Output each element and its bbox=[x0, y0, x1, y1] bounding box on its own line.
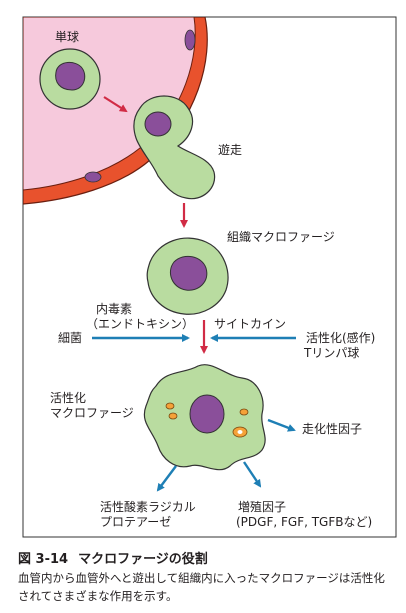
label-activated-2: マクロファージ bbox=[50, 406, 134, 420]
nucleus bbox=[144, 111, 172, 137]
label-sensitized-2: Tリンパ球 bbox=[303, 346, 359, 360]
arrow-growth bbox=[243, 461, 262, 488]
caption-heading: マクロファージの役割 bbox=[78, 552, 208, 567]
label-growth-2: (PDGF, FGF, TGFBなど) bbox=[236, 515, 372, 529]
migrating-cell bbox=[133, 95, 216, 200]
caption-number: 図 3-14 bbox=[18, 552, 69, 567]
label-sensitized-1: 活性化(感作) bbox=[306, 330, 375, 345]
label-bacteria: 細菌 bbox=[58, 331, 82, 345]
arrow-ros bbox=[156, 465, 177, 492]
label-growth-1: 増殖因子 bbox=[238, 499, 286, 514]
granule bbox=[165, 402, 175, 410]
label-endotoxin-2: （エンドトキシン） bbox=[86, 317, 194, 331]
caption-body: 血管内から血管外へと遊出して組織内に入ったマクロファージは活性化されてさまざまな… bbox=[18, 571, 385, 603]
label-chemotactic: 走化性因子 bbox=[302, 422, 362, 436]
endothelial-nucleus bbox=[84, 171, 102, 183]
nucleus bbox=[189, 394, 225, 434]
monocyte-cell bbox=[39, 48, 101, 110]
caption-title: 図 3-14 マクロファージの役割 bbox=[18, 548, 208, 567]
granule bbox=[239, 408, 249, 416]
label-migration: 遊走 bbox=[218, 142, 242, 157]
endothelial-nucleus bbox=[184, 29, 196, 51]
macrophage-diagram: 単球 遊走 組織マクロファージ 内毒素 （エンドトキシン） 細菌 サイトカイン … bbox=[22, 16, 397, 538]
tissue-macrophage-cell bbox=[146, 237, 229, 315]
granule bbox=[168, 412, 178, 420]
nucleus bbox=[170, 255, 208, 291]
label-ros-1: 活性酸素ラジカル bbox=[100, 499, 196, 514]
nucleus bbox=[55, 62, 86, 91]
granule-core bbox=[237, 430, 243, 434]
label-cytokine: サイトカイン bbox=[214, 317, 286, 331]
label-monocyte: 単球 bbox=[55, 30, 79, 44]
label-activated-1: 活性化 bbox=[50, 391, 86, 405]
label-tissue-macrophage: 組織マクロファージ bbox=[227, 230, 335, 244]
label-ros-2: プロテアーゼ bbox=[100, 515, 171, 529]
activated-macrophage-cell bbox=[143, 364, 266, 471]
label-endotoxin-1: 内毒素 bbox=[96, 302, 132, 316]
arrow-to-migration bbox=[103, 96, 128, 113]
arrow-chemotactic bbox=[267, 418, 296, 432]
